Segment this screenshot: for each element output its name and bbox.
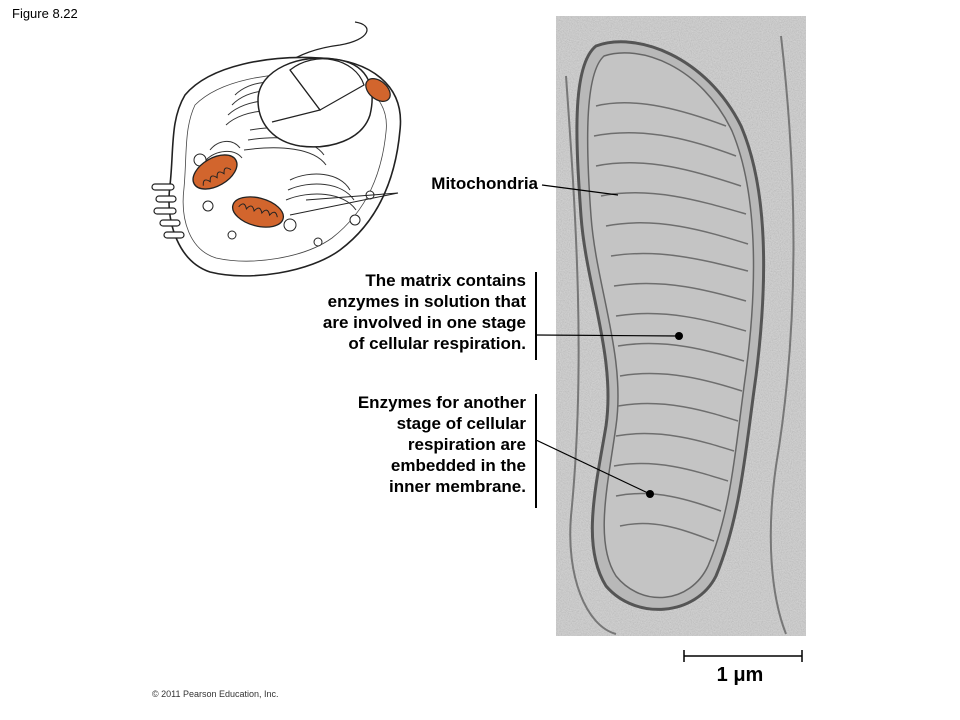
mitochondria-label: Mitochondria	[431, 174, 538, 193]
scale-bar-label: 1 μm	[716, 664, 764, 686]
matrix-label: The matrix contains enzymes in solution …	[322, 271, 526, 353]
copyright: © 2011 Pearson Education, Inc.	[152, 689, 279, 699]
mitochondrion-micrograph	[556, 16, 806, 636]
matrix-bracket	[535, 272, 537, 360]
matrix-leader-line	[536, 334, 680, 337]
enzymes-leader-line	[536, 440, 651, 495]
cell-illustration	[151, 21, 402, 277]
enzymes-bracket	[535, 394, 537, 508]
figure-label: Figure 8.22	[12, 6, 78, 21]
scale-bar	[683, 650, 803, 662]
mitochondria-leader-line	[541, 184, 619, 196]
inner-membrane-label: Enzymes for another stage of cellular re…	[357, 393, 526, 496]
mitochondrion-shape	[192, 78, 391, 228]
